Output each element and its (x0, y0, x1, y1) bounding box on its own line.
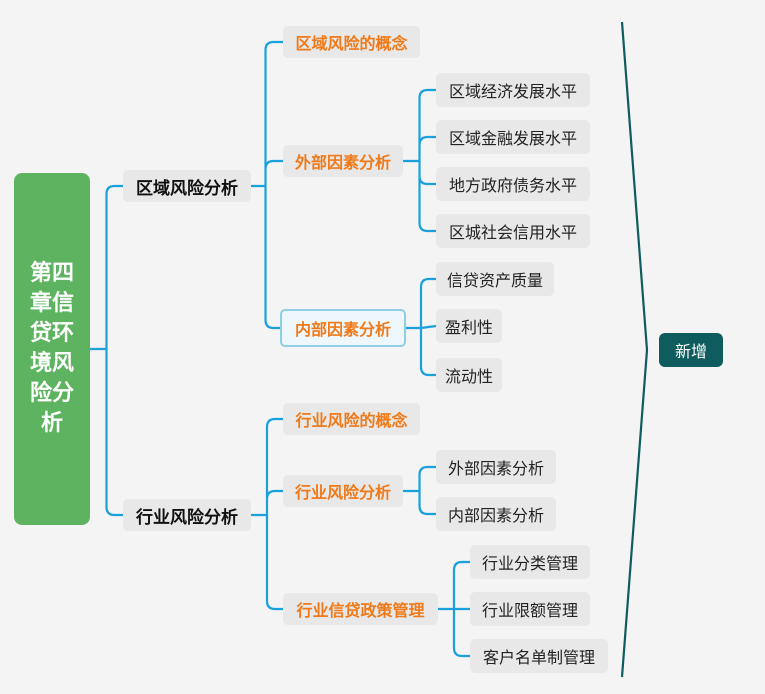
topic-industry-limit[interactable]: 行业限额管理 (470, 592, 590, 626)
connector-industry-analysis (403, 465, 436, 516)
topic-industry-internal-factors[interactable]: 内部因素分析 (436, 497, 556, 531)
topic-liquidity[interactable]: 流动性 (436, 358, 502, 392)
topic-regional-social-credit[interactable]: 区城社会信用水平 (436, 214, 590, 248)
topic-customer-list[interactable]: 客户名单制管理 (470, 639, 608, 673)
topic-regional-economy-level[interactable]: 区域经济发展水平 (436, 73, 590, 107)
connector-industry-policy (438, 560, 470, 658)
topic-regional-finance-level[interactable]: 区域金融发展水平 (436, 120, 590, 154)
summary-topic[interactable]: 新增 (659, 333, 723, 367)
topic-local-government-debt[interactable]: 地方政府债务水平 (436, 167, 590, 201)
connector-industry-risk (251, 417, 283, 611)
topic-regional-external-factors[interactable]: 外部因素分析 (283, 145, 403, 177)
topic-credit-asset-quality[interactable]: 信贷资产质量 (436, 262, 554, 296)
topic-industry-classification[interactable]: 行业分类管理 (470, 545, 590, 579)
connector-regional-internal (406, 277, 437, 377)
root-topic[interactable]: 第四章信贷环境风险分析 (14, 173, 90, 525)
topic-industry-risk[interactable]: 行业风险分析 (123, 499, 251, 531)
connector-root (90, 184, 123, 517)
topic-profitability[interactable]: 盈利性 (436, 309, 502, 343)
topic-regional-risk-concept[interactable]: 区域风险的概念 (283, 26, 420, 58)
topic-industry-external-factors[interactable]: 外部因素分析 (436, 450, 556, 484)
topic-regional-risk[interactable]: 区域风险分析 (123, 170, 251, 202)
topic-industry-risk-concept[interactable]: 行业风险的概念 (283, 403, 420, 435)
connector-regional-external (403, 88, 436, 233)
topic-regional-internal-factors[interactable]: 内部因素分析 (280, 309, 406, 347)
connector-regional-risk (251, 40, 283, 330)
summary-bracket (620, 21, 649, 678)
topic-industry-risk-analysis[interactable]: 行业风险分析 (283, 475, 403, 507)
topic-industry-credit-policy[interactable]: 行业信贷政策管理 (283, 593, 438, 625)
